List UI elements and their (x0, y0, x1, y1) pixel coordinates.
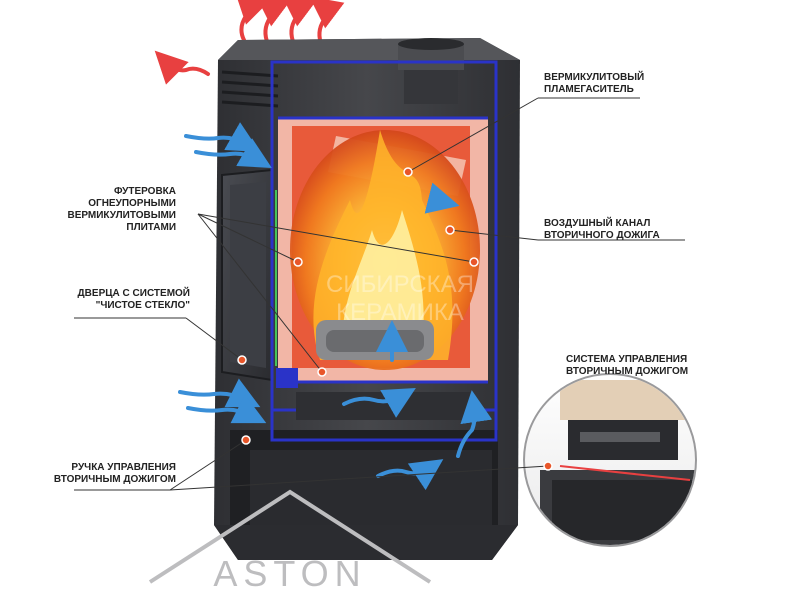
label-control-system: СИСТЕМА УПРАВЛЕНИЯ ВТОРИЧНЫМ ДОЖИГОМ (566, 354, 689, 377)
firebox-cutaway (270, 60, 498, 442)
watermark-line-1: СИБИРСКАЯ (326, 271, 474, 298)
hot-air-arrows (154, 0, 345, 85)
callout-lines (74, 97, 685, 491)
label-air-channel: ВОЗДУШНЫЙ КАНАЛ ВТОРИЧНОГО ДОЖИГА (544, 218, 660, 241)
label-door: ДВЕРЦА С СИСТЕМОЙ "ЧИСТОЕ СТЕКЛО" (77, 288, 190, 311)
watermark-line-2: КЕРАМИКА (336, 299, 464, 326)
label-flame-deflector: ВЕРМИКУЛИТОВЫЙ ПЛАМЕГАСИТЕЛЬ (544, 72, 645, 95)
callout-markers (237, 167, 553, 471)
brand-logo: ASTON (148, 489, 432, 594)
watermark: СИБИРСКАЯ КЕРАМИКА (326, 271, 474, 326)
label-lining: ФУТЕРОВКА ОГНЕУПОРНЫМИ ВЕРМИКУЛИТОВЫМИ П… (67, 186, 176, 233)
cold-air-arrows (178, 122, 493, 491)
label-handle: РУЧКА УПРАВЛЕНИЯ ВТОРИЧНЫМ ДОЖИГОМ (53, 462, 176, 485)
secondary-burn-control-inset (523, 373, 697, 547)
brand-name: ASTON (213, 553, 366, 594)
